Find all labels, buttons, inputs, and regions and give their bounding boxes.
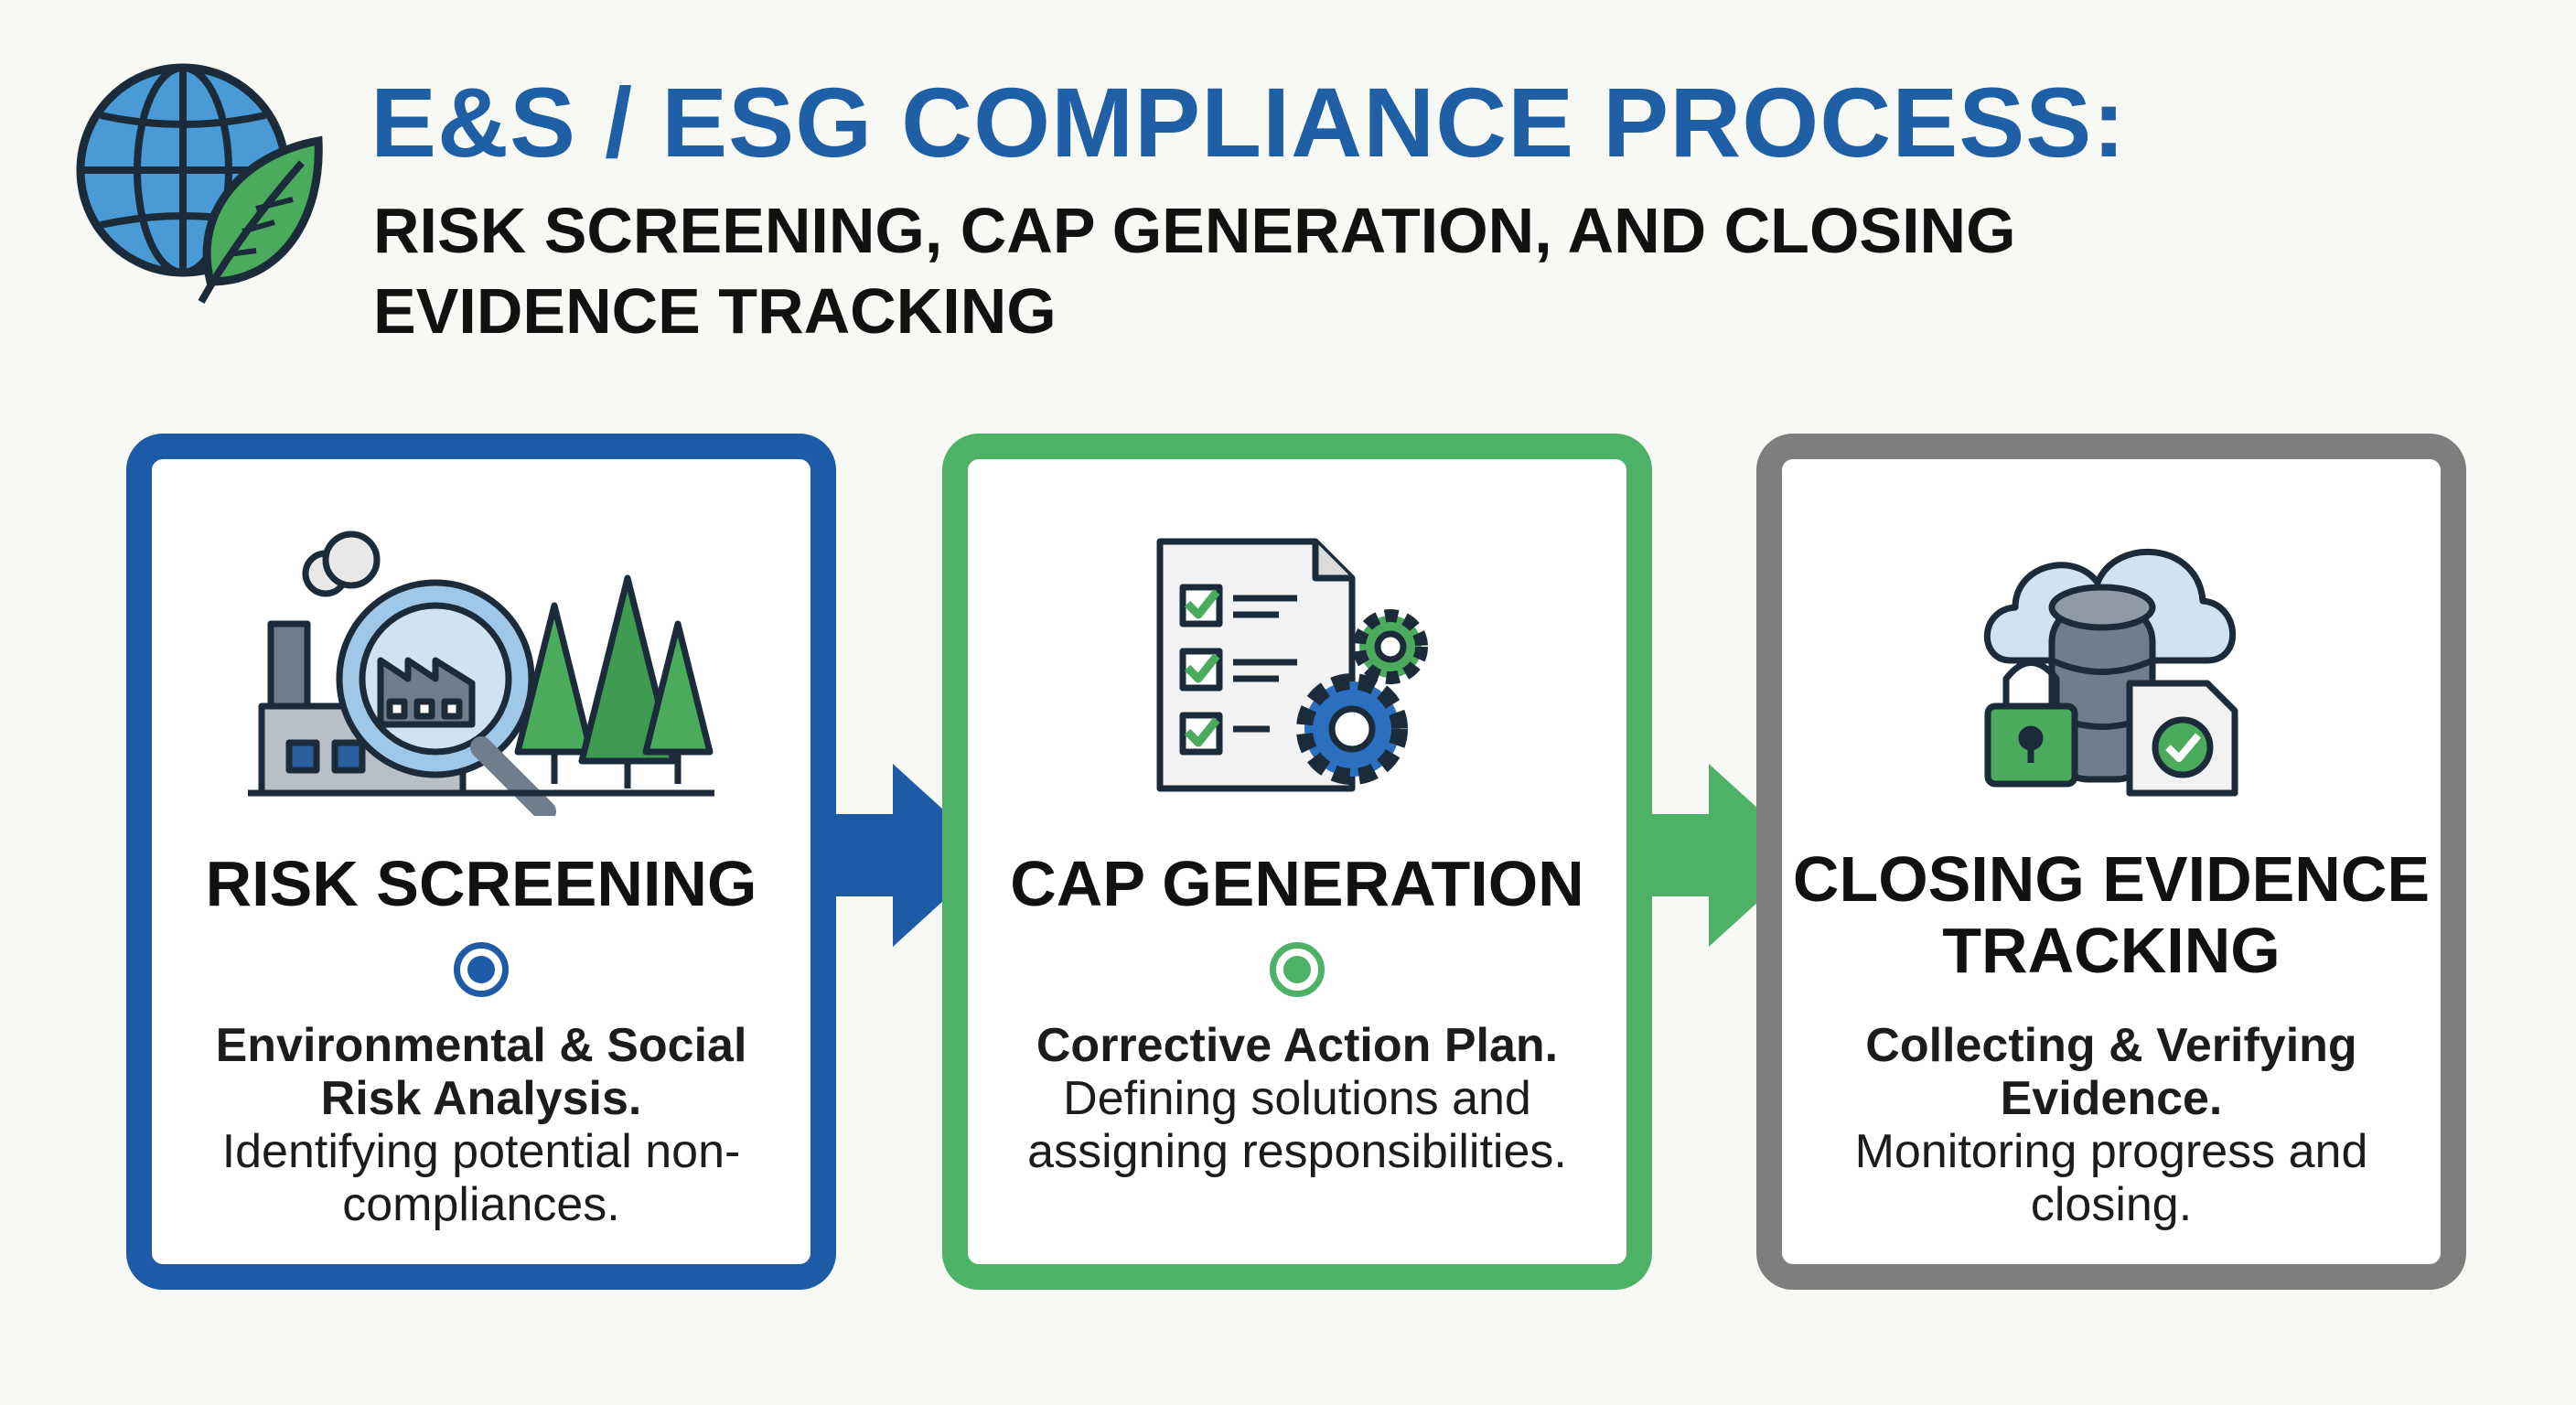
step-card-closing-evidence-tracking: CLOSING EVIDENCE TRACKING Collecting & V… — [1756, 434, 2466, 1290]
step-title: RISK SCREENING — [205, 848, 757, 919]
step-title: CLOSING EVIDENCE TRACKING — [1792, 843, 2431, 986]
step-description: Environmental & Social Risk Analysis. Id… — [170, 1019, 792, 1231]
step-description-bold: Corrective Action Plan. — [1036, 1019, 1559, 1072]
step-description-bold: Collecting & Verifying Evidence. — [1865, 1019, 2357, 1125]
step-description-bold: Environmental & Social Risk Analysis. — [215, 1019, 747, 1125]
arrow-right-icon — [1626, 764, 1809, 947]
factory-magnifier-trees-icon — [152, 523, 810, 816]
step-description-text: Identifying potential non-compliances. — [221, 1125, 741, 1231]
step-title: CAP GENERATION — [1010, 848, 1584, 919]
step-card-cap-generation: CAP GENERATION Corrective Action Plan. D… — [942, 434, 1652, 1290]
step-description-text: Defining solutions and assigning respons… — [1027, 1072, 1567, 1178]
page-subtitle: RISK SCREENING, CAP GENERATION, AND CLOS… — [373, 195, 2016, 347]
cloud-database-lock-icon — [1782, 523, 2441, 816]
step-card-risk-screening: RISK SCREENING Environmental & Social Ri… — [126, 434, 836, 1290]
page-title: E&S / ESG COMPLIANCE PROCESS: — [370, 67, 2127, 177]
checklist-gears-icon — [968, 523, 1626, 816]
arrow-right-icon — [810, 764, 993, 947]
globe-leaf-icon — [73, 53, 329, 318]
step-marker-dot — [454, 942, 509, 997]
step-marker-dot — [1270, 942, 1325, 997]
step-description: Corrective Action Plan. Defining solutio… — [986, 1019, 1608, 1178]
step-description: Collecting & Verifying Evidence. Monitor… — [1800, 1019, 2422, 1231]
step-description-text: Monitoring progress and closing. — [1854, 1125, 2368, 1231]
